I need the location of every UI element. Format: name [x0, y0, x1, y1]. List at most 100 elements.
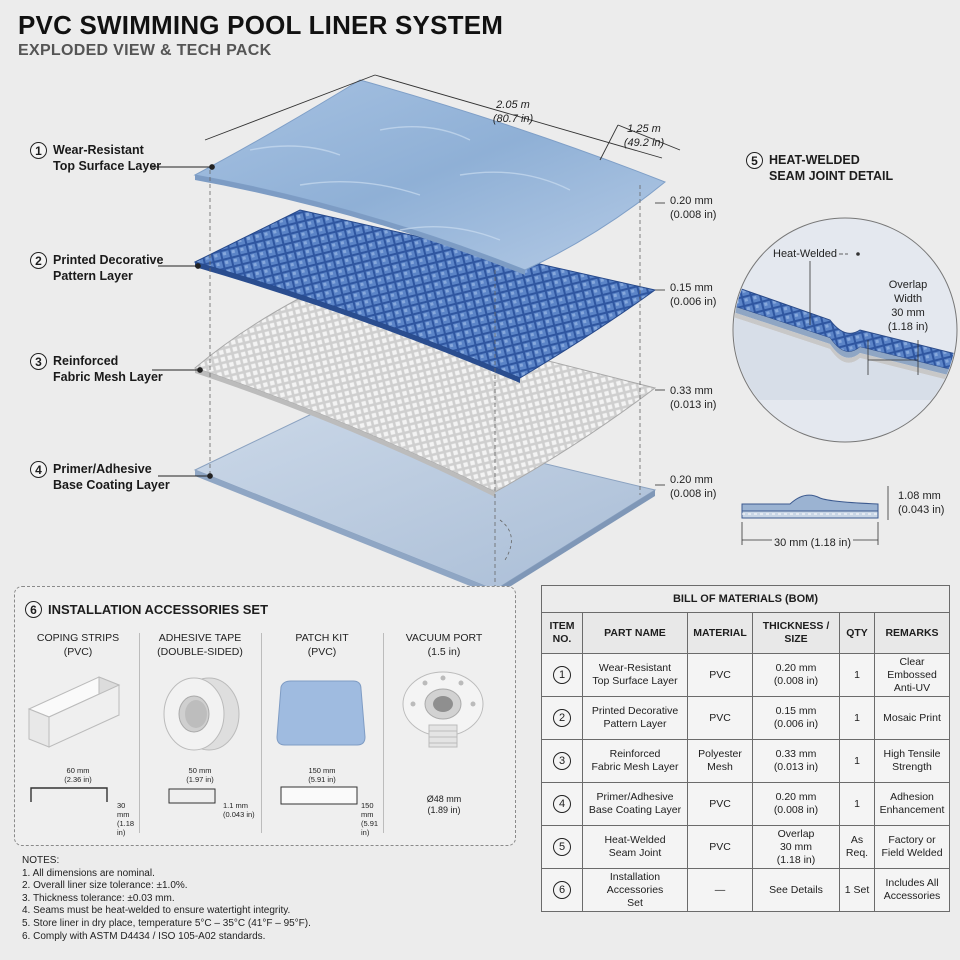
width-dimension: 1.25 m (49.2 in) — [622, 122, 666, 150]
callout-number: 2 — [30, 252, 47, 269]
thickness-value: 0.15 mm — [670, 282, 713, 294]
part-line1: Reinforced — [609, 748, 661, 760]
notes-heading: NOTES: — [22, 855, 60, 866]
section-height-imperial: (0.043 in) — [898, 504, 945, 516]
layer-label-line2: Pattern Layer — [53, 269, 133, 283]
accessory-name-line1: ADHESIVE TAPE — [158, 632, 242, 644]
remarks-line1: High Tensile — [883, 748, 941, 760]
seam-detail-title: 5 HEAT-WELDED SEAM JOINT DETAIL — [746, 152, 893, 184]
width-value: 1.25 m — [627, 123, 661, 135]
layer-callout-4: 4 Primer/Adhesive Base Coating Layer — [30, 461, 170, 493]
seam-title-line1: HEAT-WELDED — [769, 153, 860, 167]
dim-a: 50 mm (1.97 in) — [139, 766, 261, 784]
bom-qty-cell: 1 — [839, 739, 875, 783]
dim-a: Ø48 mm (1.89 in) — [383, 794, 505, 816]
dim-a-imperial: (1.89 in) — [427, 805, 461, 815]
accessory-patch-kit: PATCH KIT (PVC) 150 mm (5.91 in) 150 mm … — [261, 631, 383, 837]
layer-label-line2: Fabric Mesh Layer — [53, 370, 163, 384]
thickness-imperial: (0.008 in) — [670, 209, 717, 221]
patch-icon — [276, 680, 366, 746]
bom-table: BILL OF MATERIALS (BOM) ITEM NO. PART NA… — [541, 585, 950, 912]
accessories-title-text: INSTALLATION ACCESSORIES SET — [48, 602, 269, 617]
coping-strip-icon — [27, 676, 121, 748]
size-line1: 0.20 mm — [775, 791, 817, 803]
coping-profile-icon — [30, 787, 108, 802]
length-dimension: 2.05 m (80.7 in) — [488, 98, 538, 126]
col-item-line2: NO. — [552, 633, 572, 645]
col-item-line1: ITEM — [549, 620, 575, 632]
bom-title: BILL OF MATERIALS (BOM) — [541, 585, 950, 613]
size-line2: (0.008 in) — [773, 675, 819, 687]
bom-qty-cell: 1 Set — [839, 868, 875, 912]
size-line1: 0.15 mm — [775, 705, 817, 717]
qty-line1: 1 Set — [844, 883, 870, 896]
layer-callout-2: 2 Printed Decorative Pattern Layer — [30, 252, 163, 284]
dim-b: 30 mm (1.18 in) — [117, 801, 139, 837]
heat-welded-label: Heat-Welded — [772, 247, 838, 261]
bom-item-cell: 3 — [541, 739, 583, 783]
layer-callout-3: 3 Reinforced Fabric Mesh Layer — [30, 353, 163, 385]
remarks-line1: Mosaic Print — [883, 711, 941, 724]
size-line2: (0.008 in) — [773, 804, 819, 816]
col-item: ITEM NO. — [541, 612, 583, 654]
dim-b: 1.1 mm (0.043 in) — [223, 801, 255, 819]
overlap-line3: 30 mm — [891, 307, 925, 319]
section-height-value: 1.08 mm — [898, 490, 941, 502]
bom-remarks-cell: Mosaic Print — [874, 696, 950, 740]
dim-b-imperial: (1.18 in) — [117, 819, 135, 837]
accessory-name-line2: (PVC) — [307, 646, 337, 658]
layer-callout-1: 1 Wear-Resistant Top Surface Layer — [30, 142, 161, 174]
col-material: MATERIAL — [687, 612, 753, 654]
dim-b-value: 150 mm — [361, 801, 374, 819]
bom-size-cell: 0.15 mm(0.006 in) — [752, 696, 840, 740]
remarks-line2: Anti-UV — [893, 681, 931, 694]
accessory-name-line2: (PVC) — [63, 646, 93, 658]
qty-line1: 1 — [854, 711, 860, 724]
item-number: 2 — [553, 709, 571, 727]
callout-number: 5 — [746, 152, 763, 169]
material-line2: Mesh — [707, 761, 733, 773]
bom-item-cell: 5 — [541, 825, 583, 869]
accessories-title: 6 INSTALLATION ACCESSORIES SET — [25, 601, 268, 618]
col-remarks: REMARKS — [874, 612, 950, 654]
thickness-imperial: (0.013 in) — [670, 399, 717, 411]
thickness-label-4: 0.20 mm (0.008 in) — [670, 473, 716, 501]
dim-b-value: 30 mm — [117, 801, 130, 819]
remarks-line1: Adhesion — [890, 791, 934, 803]
remarks-line2: Strength — [892, 761, 932, 773]
thickness-label-3: 0.33 mm (0.013 in) — [670, 384, 716, 412]
part-line1: Printed Decorative — [591, 705, 679, 717]
section-height-label: 1.08 mm (0.043 in) — [898, 489, 944, 517]
bom-item-cell: 1 — [541, 653, 583, 697]
accessory-name-line1: PATCH KIT — [295, 632, 349, 644]
section-width-label: 30 mm (1.18 in) — [772, 536, 854, 550]
material-line1: PVC — [709, 840, 731, 853]
page-subtitle: EXPLODED VIEW & TECH PACK — [18, 42, 272, 59]
notes-section: NOTES: 1. All dimensions are nominal. 2.… — [22, 855, 522, 943]
layer-label-line1: Wear-Resistant — [53, 143, 144, 157]
size-line2: 30 mm — [779, 840, 813, 853]
bom-item-cell: 2 — [541, 696, 583, 740]
callout-number: 1 — [30, 142, 47, 159]
material-line1: PVC — [709, 711, 731, 724]
col-thickness: THICKNESS / SIZE — [752, 612, 840, 654]
dim-b-imperial: (5.91 in) — [361, 819, 379, 837]
dim-a-imperial: (5.91 in) — [308, 775, 336, 784]
bom-qty-cell: 1 — [839, 653, 875, 697]
qty-line1: As — [850, 834, 864, 846]
accessory-name-line2: (1.5 in) — [427, 646, 461, 658]
